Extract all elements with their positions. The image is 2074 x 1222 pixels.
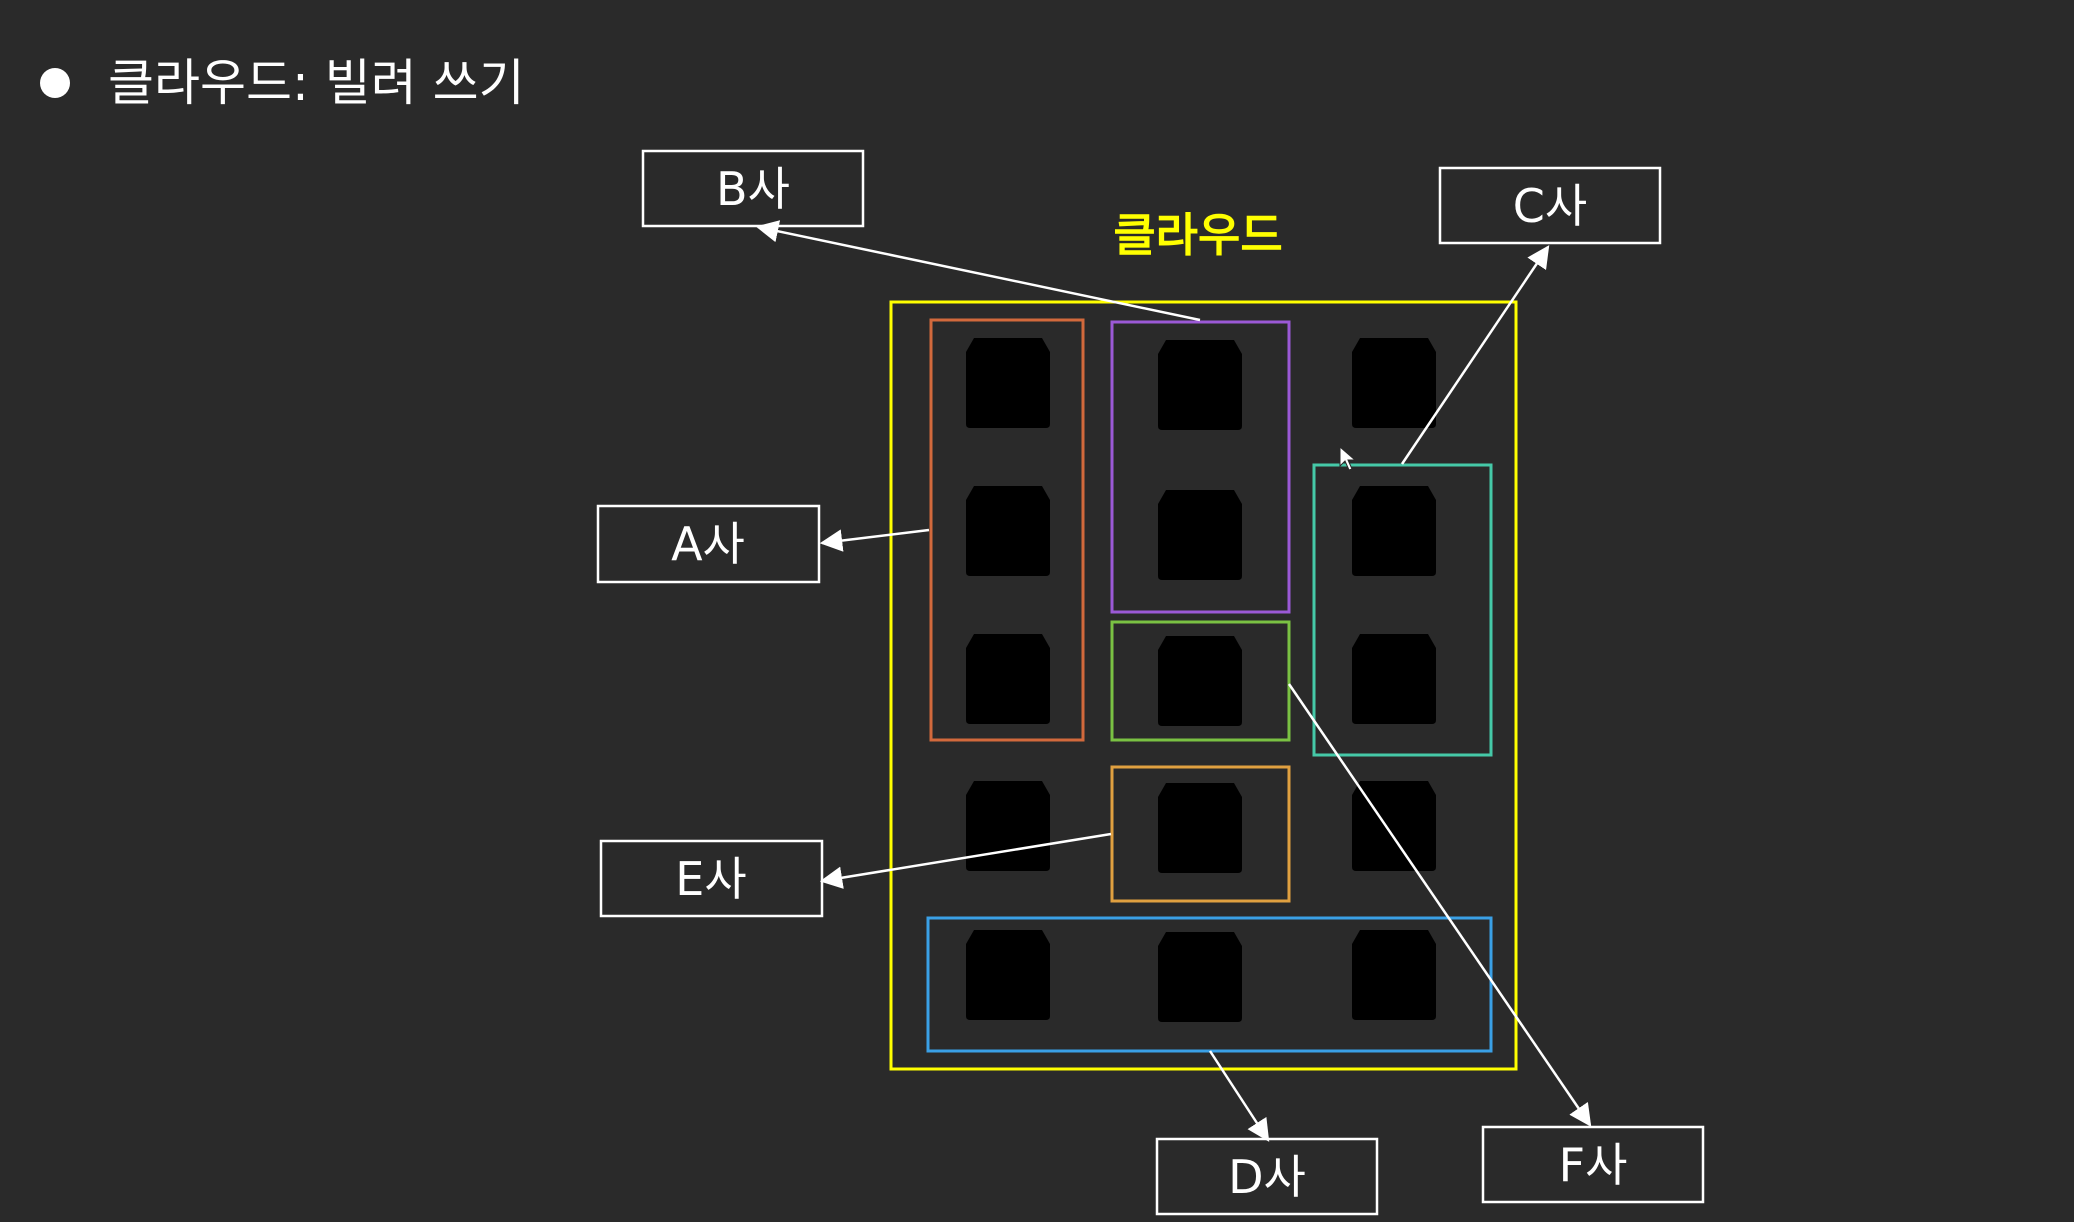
company-box-f: F사 [1481,1125,1705,1204]
company-box-c: C사 [1438,166,1662,245]
group-box-b [1110,320,1291,614]
cloud-boundary [889,300,1518,1071]
group-box-f [1110,620,1291,742]
server-rack-icon [1352,930,1436,1020]
company-label-a: A사 [671,517,745,571]
server-rack-icon [1352,634,1436,724]
server-rack-icon [966,634,1050,724]
company-box-e: E사 [599,839,824,918]
server-rack-icon [1352,486,1436,576]
server-rack-icon [966,486,1050,576]
bullet-dot [40,68,70,98]
server-rack-icon [1158,340,1242,430]
server-rack-icon [1352,338,1436,428]
server-rack-icon [966,781,1050,871]
cloud-title: 클라우드 [1113,208,1282,262]
company-label-f: F사 [1559,1138,1628,1192]
group-box-a [929,318,1085,742]
mouse-cursor-icon [1339,445,1357,471]
company-label-d: D사 [1228,1150,1306,1204]
arrow-to-c [1400,245,1550,465]
company-box-d: D사 [1155,1137,1379,1216]
group-box-c [1312,463,1493,757]
server-rack-icon [966,930,1050,1020]
arrow-to-e [819,832,1112,889]
group-box-d [926,916,1493,1053]
server-rack-icon [1158,490,1242,580]
arrow-to-b [755,220,1201,322]
server-rack-icon [1158,783,1242,873]
arrow-to-d [1208,1050,1270,1142]
server-rack-icon [1158,636,1242,726]
company-box-b: B사 [641,149,865,228]
company-label-c: C사 [1513,179,1587,233]
company-label-b: B사 [716,162,790,216]
arrow-to-a [819,528,930,552]
server-rack-icon [966,338,1050,428]
company-label-e: E사 [675,852,746,906]
group-box-e [1110,765,1291,903]
server-rack-icon [1158,932,1242,1022]
bullet-heading: 클라우드: 빌려 쓰기 [40,48,525,118]
bullet-text: 클라우드: 빌려 쓰기 [108,54,525,112]
arrow-to-f [1287,683,1592,1127]
company-box-a: A사 [596,504,821,584]
